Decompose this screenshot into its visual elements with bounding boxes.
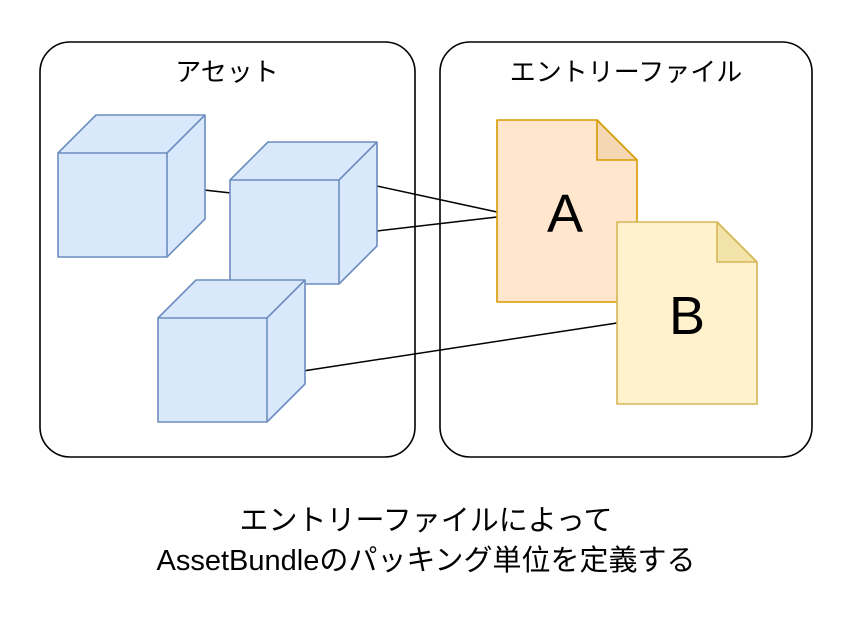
asset-cube-3-body	[157, 279, 306, 423]
connector-cube2-fileA-lower	[376, 216, 498, 232]
asset-cube-1-edges	[58, 114, 206, 257]
asset-cube-2-edges	[230, 141, 378, 284]
connector-cube3-fileB	[302, 322, 618, 372]
connectors	[203, 185, 618, 372]
entry-file-b-label: B	[669, 286, 705, 346]
entry-file-a: A	[496, 119, 638, 303]
entry-file-a-fold-corner	[596, 119, 638, 161]
assets-group-label: アセット	[175, 57, 278, 87]
entry-file-b: B	[616, 221, 758, 405]
connector-cube1-cube2	[203, 189, 232, 194]
caption: エントリーファイルによって AssetBundleのパッキング単位を定義する	[157, 505, 696, 577]
asset-cube-2	[229, 141, 378, 285]
entry-file-b-fold-corner	[716, 221, 758, 263]
asset-cube-1	[57, 114, 206, 258]
entry-file-a-label: A	[547, 184, 583, 244]
entry-file-b-body	[616, 221, 758, 405]
asset-cube-3	[157, 279, 306, 423]
asset-cube-1-body	[57, 114, 206, 258]
asset-cube-3-edges	[158, 279, 306, 422]
caption-line-1: エントリーファイルによって	[240, 505, 613, 537]
caption-line-2: AssetBundleのパッキング単位を定義する	[157, 544, 696, 577]
connector-cube2-fileA-upper	[376, 185, 498, 213]
entry-files-group-label: エントリーファイル	[510, 57, 742, 87]
